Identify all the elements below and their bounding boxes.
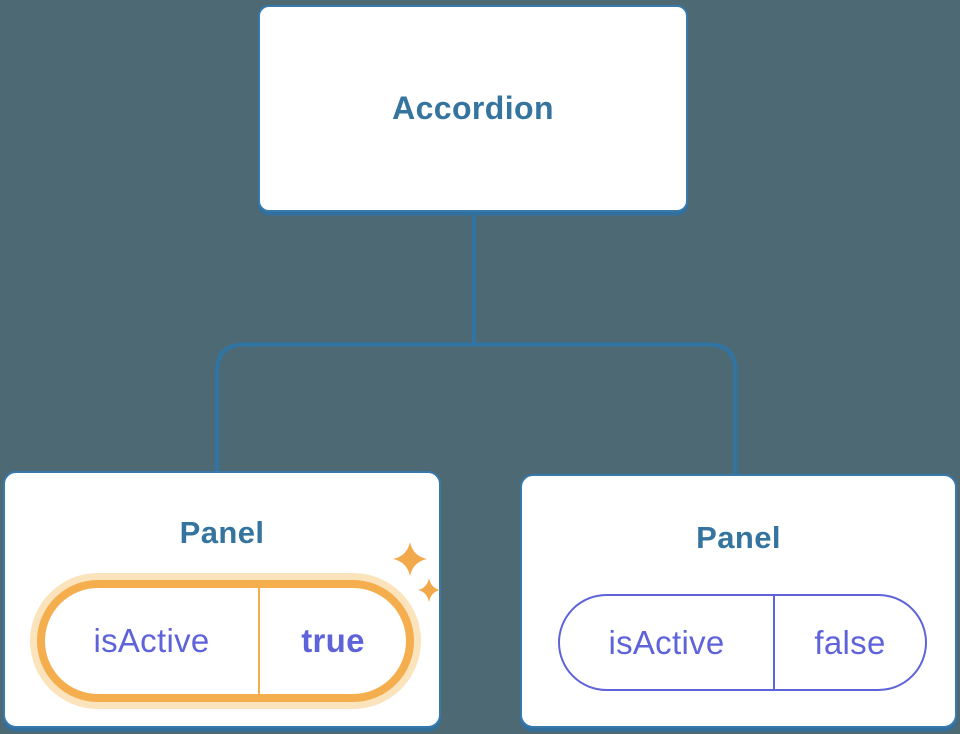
accordion-node: Accordion <box>258 5 688 212</box>
panel-label: Panel <box>696 520 781 555</box>
state-value: true <box>301 622 365 659</box>
pill-divider <box>773 596 775 689</box>
state-key: isActive <box>93 622 210 659</box>
state-key: isActive <box>608 623 725 661</box>
pill-divider <box>258 588 260 694</box>
state-value: false <box>814 623 886 661</box>
state-pill-active: isActive true <box>37 580 414 702</box>
panel-label: Panel <box>179 515 265 550</box>
panel-node-inactive: Panel isActive false <box>520 474 957 728</box>
state-pill-inactive: isActive false <box>558 594 927 691</box>
accordion-label: Accordion <box>392 90 554 126</box>
panel-node-active: Panel isActive true <box>3 471 441 728</box>
